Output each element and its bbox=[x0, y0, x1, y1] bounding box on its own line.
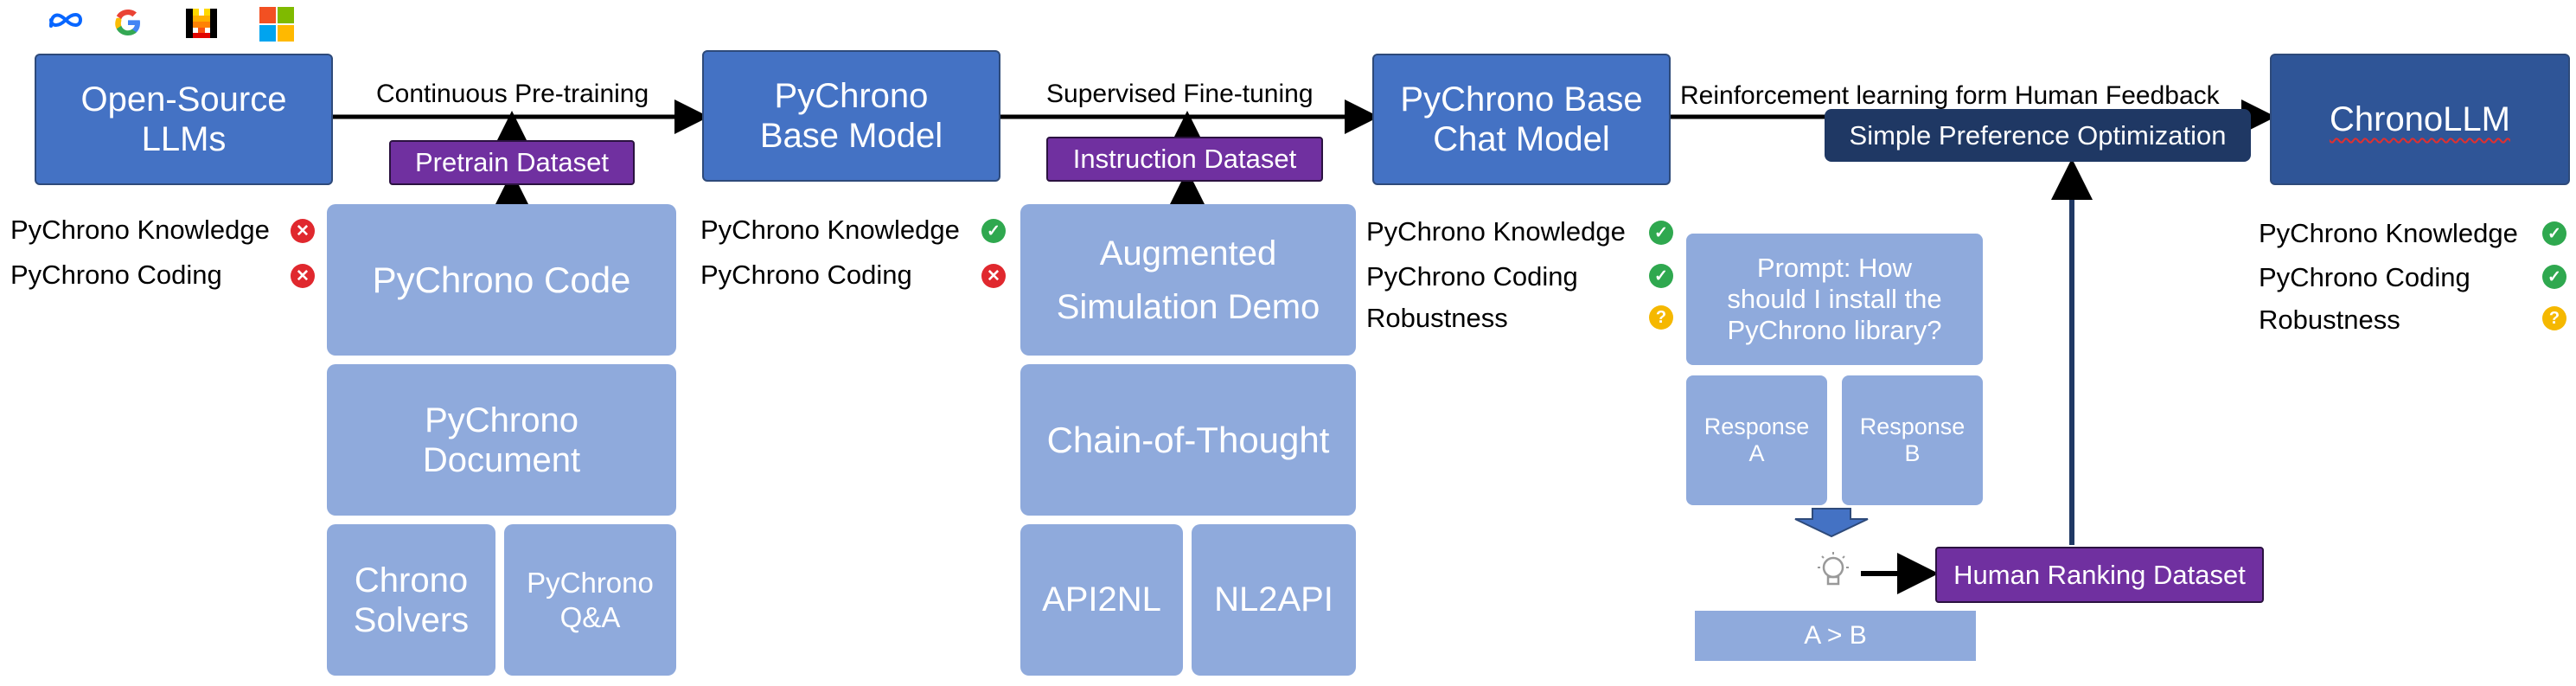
human-ranking-dataset-label: Human Ranking Dataset bbox=[1935, 547, 2264, 603]
chrono-solvers-box: Chrono Solvers bbox=[327, 524, 495, 676]
response-a-box: Response A bbox=[1686, 375, 1827, 505]
pychrono-chat-model-box: PyChrono Base Chat Model bbox=[1372, 54, 1671, 185]
capability-knowledge-label: PyChrono Knowledge bbox=[1366, 216, 1626, 247]
question-icon: ? bbox=[2542, 306, 2566, 330]
meta-logo bbox=[48, 10, 84, 29]
capability-knowledge-label: PyChrono Knowledge bbox=[10, 215, 270, 245]
microsoft-logo bbox=[259, 7, 294, 42]
question-icon: ? bbox=[1649, 305, 1673, 330]
capability-knowledge-label: PyChrono Knowledge bbox=[700, 215, 960, 245]
prompt-box: Prompt: How should I install the PyChron… bbox=[1686, 234, 1983, 365]
instruction-dataset-label: Instruction Dataset bbox=[1046, 137, 1323, 182]
check-icon: ✓ bbox=[1649, 264, 1673, 288]
pychrono-qa-box: PyChrono Q&A bbox=[504, 524, 676, 676]
check-icon: ✓ bbox=[981, 219, 1006, 243]
lightbulb-icon bbox=[1815, 550, 1851, 595]
edge-label-cpt: Continuous Pre-training bbox=[376, 80, 649, 108]
chronollm-box: ChronoLLM bbox=[2270, 54, 2570, 185]
cross-icon: ✕ bbox=[981, 264, 1006, 288]
check-icon: ✓ bbox=[2542, 265, 2566, 289]
cross-icon: ✕ bbox=[291, 264, 315, 288]
capability-coding-label: PyChrono Coding bbox=[2259, 262, 2471, 292]
capability-knowledge-label: PyChrono Knowledge bbox=[2259, 218, 2518, 248]
chronollm-label: ChronoLLM bbox=[2329, 100, 2510, 138]
check-icon: ✓ bbox=[1649, 221, 1673, 245]
mistral-logo bbox=[186, 9, 217, 38]
capability-robustness-label: Robustness bbox=[2259, 305, 2400, 335]
comparison-box: A > B bbox=[1695, 611, 1976, 661]
capability-coding-label: PyChrono Coding bbox=[1366, 261, 1578, 292]
pychrono-base-model-box: PyChrono Base Model bbox=[702, 50, 1000, 182]
nl2api-box: NL2API bbox=[1192, 524, 1356, 676]
cross-icon: ✕ bbox=[291, 219, 315, 243]
pretrain-dataset-label: Pretrain Dataset bbox=[389, 140, 635, 185]
response-b-box: Response B bbox=[1842, 375, 1983, 505]
simple-preference-optimization-box: Simple Preference Optimization bbox=[1825, 109, 2251, 162]
capability-robustness-label: Robustness bbox=[1366, 303, 1508, 333]
augmented-simulation-demo-box: Augmented Simulation Demo bbox=[1020, 204, 1356, 356]
google-logo bbox=[112, 7, 144, 38]
capability-coding-label: PyChrono Coding bbox=[700, 260, 912, 290]
open-source-llms-box: Open-Source LLMs bbox=[35, 54, 333, 185]
pychrono-document-box: PyChrono Document bbox=[327, 364, 676, 516]
pychrono-code-box: PyChrono Code bbox=[327, 204, 676, 356]
check-icon: ✓ bbox=[2542, 221, 2566, 246]
edge-label-sft: Supervised Fine-tuning bbox=[1046, 80, 1314, 108]
chain-of-thought-box: Chain-of-Thought bbox=[1020, 364, 1356, 516]
api2nl-box: API2NL bbox=[1020, 524, 1183, 676]
edge-label-rlhf: Reinforcement learning form Human Feedba… bbox=[1680, 81, 2220, 110]
capability-coding-label: PyChrono Coding bbox=[10, 260, 222, 290]
